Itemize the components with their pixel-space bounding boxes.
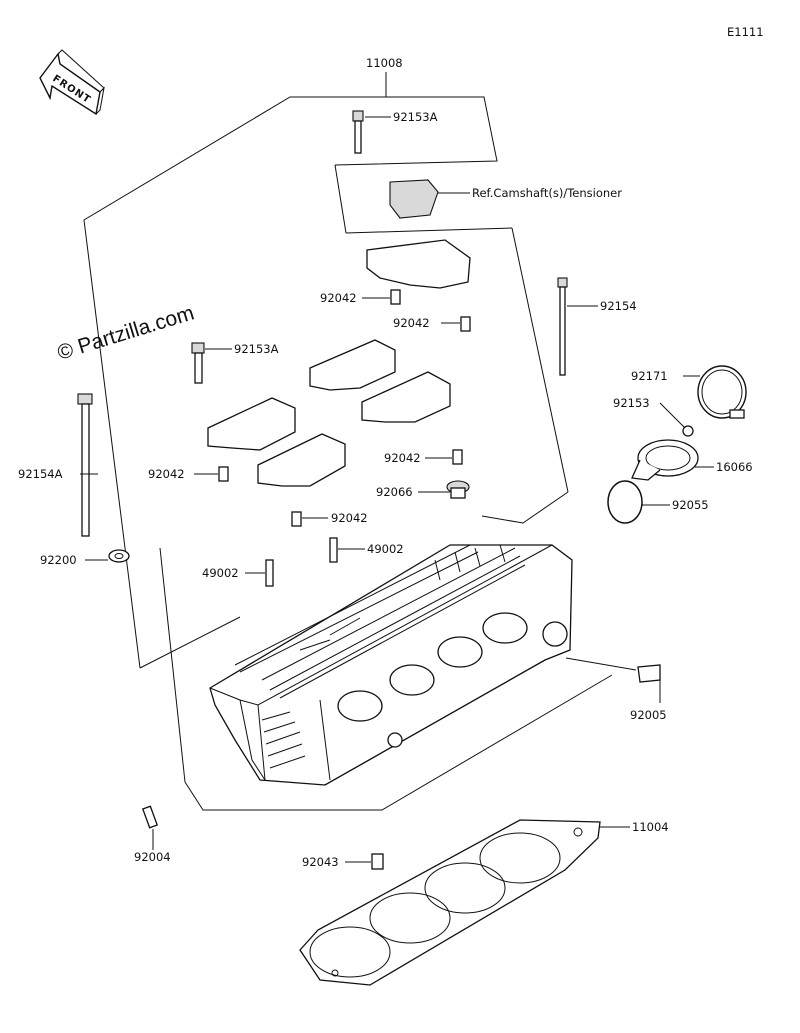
callout-92153a-top: 92153A (393, 110, 438, 124)
dowel-pins (218, 289, 471, 870)
callout-92042-a: 92042 (320, 291, 357, 305)
callout-92042-e: 92042 (331, 511, 368, 525)
callout-92043: 92043 (302, 855, 339, 869)
callout-49002-right: 49002 (367, 542, 404, 556)
callout-92153a-left: 92153A (234, 342, 279, 356)
callout-labels: 11008 92153A Ref.Camshaft(s)/Tensioner 9… (18, 56, 753, 869)
callout-16066: 16066 (716, 460, 753, 474)
callout-92042-b: 92042 (393, 316, 430, 330)
callout-92005: 92005 (630, 708, 667, 722)
assembly-bracket-lines (83, 72, 613, 811)
front-direction-arrow: FRONT (39, 49, 105, 116)
callout-92042-c: 92042 (148, 467, 185, 481)
partzilla-watermark: © Partzilla.com (55, 301, 197, 364)
callout-11008: 11008 (366, 56, 403, 70)
callout-92055: 92055 (672, 498, 709, 512)
callout-92066: 92066 (376, 485, 413, 499)
callout-11004: 11004 (632, 820, 669, 834)
callout-92154: 92154 (600, 299, 637, 313)
diagram-code: E1111 (727, 25, 764, 39)
leader-lines (80, 116, 714, 863)
cylinder-head (209, 544, 573, 786)
camshaft-caps (207, 179, 471, 487)
bolts (77, 110, 694, 829)
callout-49002-left: 49002 (202, 566, 239, 580)
callout-92200: 92200 (40, 553, 77, 567)
callout-92154a: 92154A (18, 467, 63, 481)
callout-92171: 92171 (631, 369, 668, 383)
callout-92042-d: 92042 (384, 451, 421, 465)
small-parts (108, 365, 747, 563)
callout-ref-camshaft: Ref.Camshaft(s)/Tensioner (472, 186, 622, 200)
head-gasket (299, 819, 601, 986)
callout-92153: 92153 (613, 396, 650, 410)
callout-92004: 92004 (134, 850, 171, 864)
